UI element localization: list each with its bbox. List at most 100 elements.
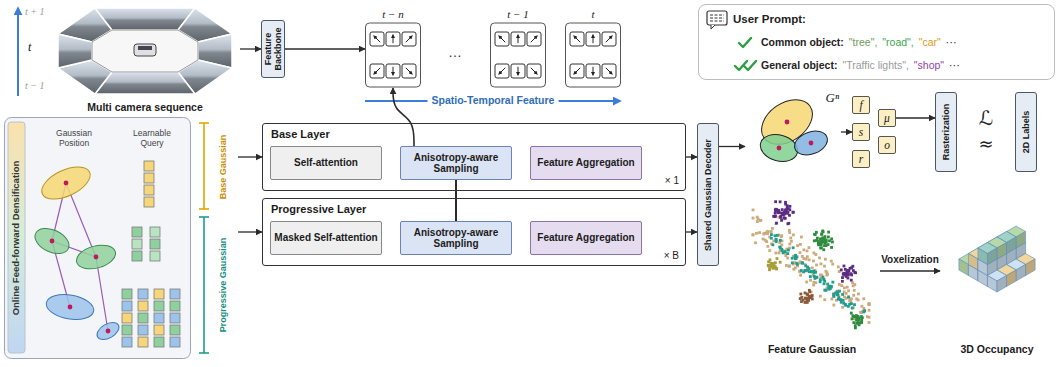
gaussian-center — [809, 141, 814, 146]
module-box: Anisotropy-aware Sampling — [400, 221, 512, 255]
gaussian-point — [819, 295, 822, 298]
gaussian-point — [754, 241, 757, 244]
gaussian-point — [772, 215, 775, 218]
grid-cell — [495, 32, 509, 46]
gaussian-point — [838, 283, 841, 286]
gaussian-point — [836, 293, 839, 296]
gaussian-point — [819, 274, 822, 277]
time-axis — [17, 8, 19, 96]
gaussian-point — [854, 327, 857, 330]
gaussian-point — [796, 263, 799, 266]
param-box: s — [852, 123, 870, 141]
gaussian-point — [836, 293, 839, 296]
gaussian-point — [854, 271, 857, 274]
gaussian-point — [778, 246, 781, 249]
gaussian-point — [811, 298, 814, 301]
gaussian-point — [756, 220, 759, 223]
gaussian-point — [799, 251, 802, 254]
gaussian-point — [850, 274, 853, 277]
grid-frame — [566, 23, 621, 87]
query-token — [170, 325, 180, 335]
node-label: t — [591, 8, 594, 20]
densification-bar — [8, 122, 25, 353]
voxel-face — [1007, 270, 1017, 287]
query-token — [144, 173, 154, 183]
gaussian-point — [822, 248, 825, 251]
query-token — [154, 289, 164, 299]
gaussian-point — [794, 254, 797, 257]
free-label: Spatio-Temporal Feature — [428, 95, 559, 107]
query-token — [170, 313, 180, 323]
node-label: Anisotropy-aware Sampling — [401, 227, 511, 249]
feature-grid: t − n — [365, 6, 421, 88]
voxel-face — [968, 254, 978, 271]
node-label: Base Gaussian — [218, 125, 228, 209]
gaussian-point — [819, 237, 822, 240]
voxel — [987, 270, 1006, 292]
direction-arrow — [406, 36, 412, 42]
gaussian-point — [815, 264, 818, 267]
ego-car — [134, 44, 156, 56]
gaussian-point — [780, 234, 783, 237]
direction-arrow — [606, 68, 612, 74]
gaussian-point — [775, 222, 778, 225]
gaussian-point — [820, 243, 823, 246]
gaussian-point — [846, 286, 849, 289]
gaussian-point — [766, 230, 769, 233]
gaussian-point — [788, 243, 791, 246]
free-label: t — [28, 41, 31, 54]
layer-box: Base Layer× 1Self-attentionAnisotropy-aw… — [262, 123, 686, 191]
prompt-icon — [707, 11, 727, 25]
gaussian-center — [64, 181, 69, 186]
connector — [393, 88, 414, 146]
direction-arrow — [593, 35, 594, 43]
grid-cell — [570, 32, 584, 46]
gaussian-point — [802, 248, 805, 251]
grid-frame — [366, 23, 421, 87]
grid-cell — [511, 32, 525, 46]
node-label: Common object: — [761, 37, 844, 49]
gaussian-point — [830, 260, 833, 263]
gaussian-point — [791, 261, 794, 264]
voxel — [978, 243, 997, 265]
gaussian-point — [779, 246, 782, 249]
query-token — [144, 197, 154, 207]
gaussian-point — [784, 217, 787, 220]
gaussian-point — [770, 263, 773, 266]
free-label: … — [448, 45, 462, 61]
gaussian-point — [819, 280, 822, 283]
gaussian-point — [810, 270, 813, 273]
node-label: General object: — [761, 60, 837, 72]
direction-arrow — [518, 67, 519, 75]
grid-cell — [602, 32, 616, 46]
gaussian-point — [840, 269, 843, 272]
node-label: t − n — [382, 8, 403, 20]
grid-cell — [495, 64, 509, 78]
gaussian-point — [771, 227, 774, 230]
gaussian-point — [819, 247, 822, 250]
gaussian-point — [799, 293, 802, 296]
direction-arrow — [606, 36, 612, 42]
gaussian-point — [774, 200, 777, 203]
query-token — [150, 239, 160, 249]
bracket-tick — [199, 208, 209, 210]
connector — [880, 270, 940, 271]
gaussian-point — [830, 246, 833, 249]
param-box: o — [878, 136, 896, 154]
node-label: μ — [881, 112, 893, 125]
gaussian-point — [822, 230, 825, 233]
gaussian-point — [789, 205, 792, 208]
gaussian-point — [779, 200, 782, 203]
decoder-box: Shared Gaussian Decoder — [697, 123, 719, 266]
gaussian-ellipse — [74, 241, 118, 273]
direction-arrow — [374, 68, 380, 74]
query-token — [170, 301, 180, 311]
gaussian-point — [843, 273, 846, 276]
gaussian-point — [763, 233, 766, 236]
node-label: t − 1 — [507, 8, 528, 20]
grid-cell — [586, 32, 600, 46]
free-label: t − 1 — [25, 80, 45, 91]
gaussian-point — [792, 211, 795, 214]
gaussian-point — [815, 276, 818, 279]
